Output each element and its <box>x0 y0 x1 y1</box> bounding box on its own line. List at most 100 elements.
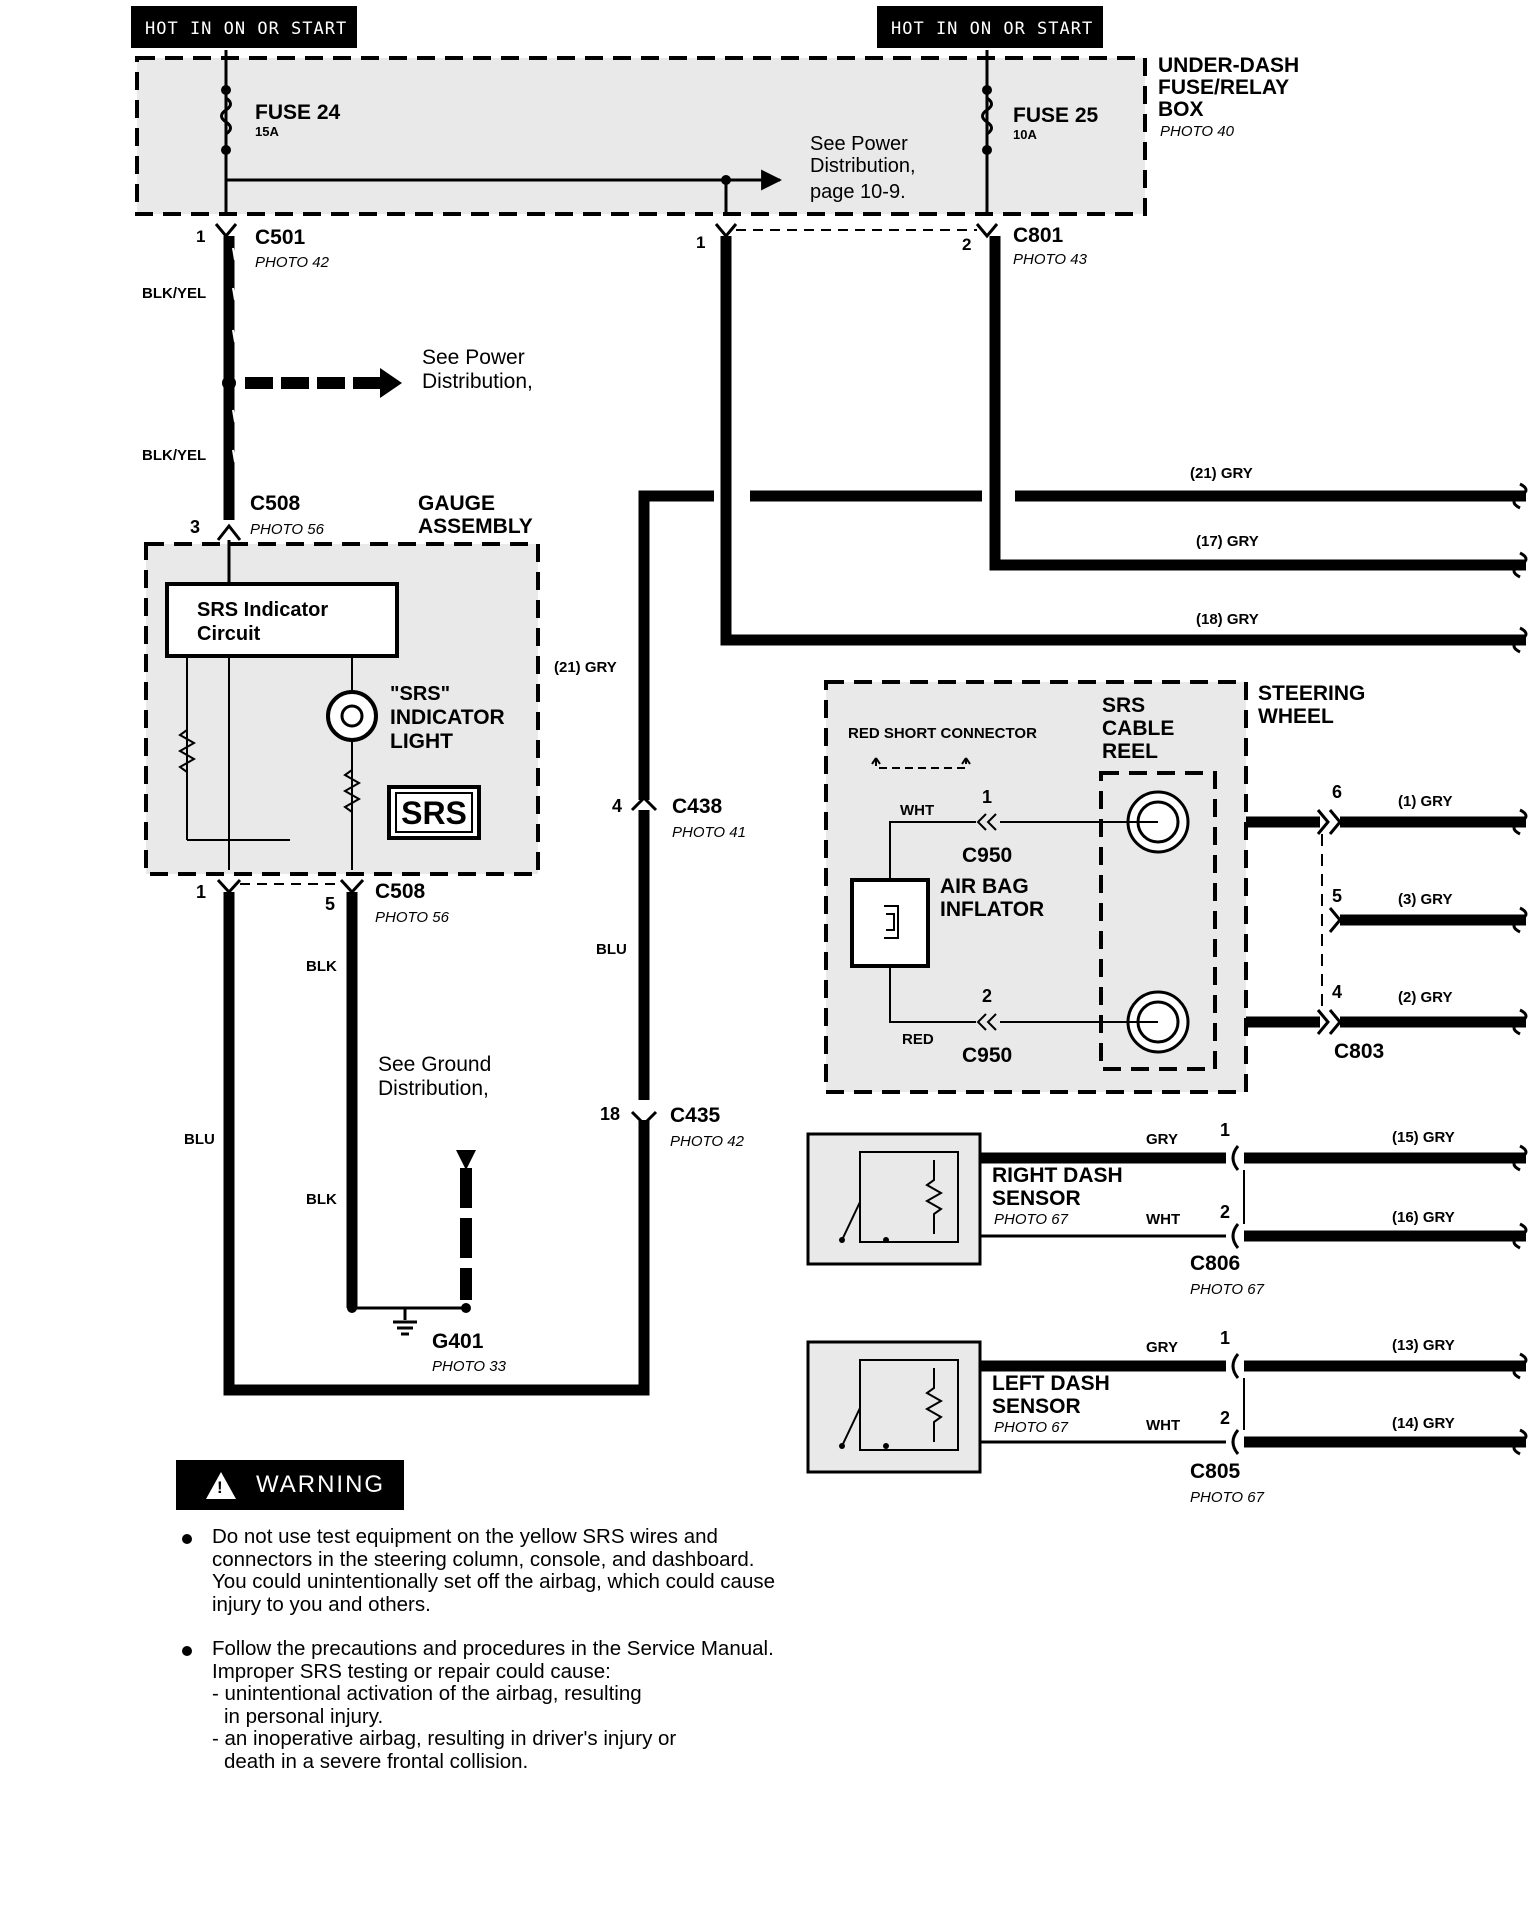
warning-b1-line4: injury to you and others. <box>212 1592 431 1616</box>
warning-b2-line6: death in a severe frontal collision. <box>224 1749 529 1773</box>
srs-light-label-3: LIGHT <box>390 730 453 753</box>
c501-label: C501 <box>255 226 306 249</box>
left-sensor-name-2: SENSOR <box>992 1395 1081 1418</box>
fuse24-name: FUSE 24 <box>255 101 341 124</box>
blk-yel-label-1: BLK/YEL <box>142 285 206 302</box>
c508-bot-label: C508 <box>375 880 426 903</box>
g401-photo: PHOTO 33 <box>432 1358 507 1375</box>
connector-c501: 1 C501 PHOTO 42 <box>196 223 330 271</box>
wire-blk-ground: BLK BLK See Ground Distribution, G401 PH… <box>306 892 507 1375</box>
fuse-box-title-3: BOX <box>1158 98 1204 121</box>
blk-yel-label-2: BLK/YEL <box>142 447 206 464</box>
header-right-label: HOT IN ON OR START <box>891 19 1093 39</box>
srs-light-label-1: "SRS" <box>390 683 450 705</box>
ground-note-1: See Ground <box>378 1053 491 1076</box>
steering-title-2: WHEEL <box>1258 705 1334 728</box>
left-sensor-gry: GRY <box>1146 1339 1178 1356</box>
c950-top-label: C950 <box>962 844 1012 867</box>
warning-b2-line2: Improper SRS testing or repair could cau… <box>212 1659 611 1683</box>
fuse-box-title-1: UNDER-DASH <box>1158 54 1299 77</box>
steering-out2: (2) GRY <box>1398 989 1452 1006</box>
power-note-1: See Power <box>422 346 525 369</box>
reel-label-3: REEL <box>1102 740 1158 763</box>
right-sensor-gry: GRY <box>1146 1131 1178 1148</box>
left-dash-sensor: LEFT DASH SENSOR PHOTO 67 GRY WHT 1 2 (1… <box>806 1328 1528 1506</box>
right-sensor-out15: (15) GRY <box>1392 1129 1455 1146</box>
c508-top-photo: PHOTO 56 <box>250 521 325 538</box>
left-sensor-pin2: 2 <box>1220 1408 1230 1428</box>
wire-blu-loop: BLU <box>184 892 650 1396</box>
steering-out1: (1) GRY <box>1398 793 1452 810</box>
c803-label: C803 <box>1334 1040 1384 1063</box>
srs-circuit-label-1: SRS Indicator <box>197 599 328 621</box>
c508-bot-photo: PHOTO 56 <box>375 909 450 926</box>
airbag-label-1: AIR BAG <box>940 875 1029 898</box>
wire-blk-yel: BLK/YEL BLK/YEL See Power Distribution, <box>142 236 533 520</box>
right-dash-sensor: RIGHT DASH SENSOR PHOTO 67 GRY WHT 1 2 (… <box>806 1120 1528 1298</box>
header-right: HOT IN ON OR START <box>877 6 1103 48</box>
ground-note-2: Distribution, <box>378 1077 489 1100</box>
right-sensor-pin2: 2 <box>1220 1202 1230 1222</box>
left-sensor-out13: (13) GRY <box>1392 1337 1455 1354</box>
power-note-2: Distribution, <box>422 370 533 393</box>
header-left-label: HOT IN ON OR START <box>145 19 347 39</box>
c438-label: C438 <box>672 795 723 818</box>
left-sensor-wht: WHT <box>1146 1417 1180 1434</box>
c806-label: C806 <box>1190 1252 1240 1275</box>
c950-bot-label: C950 <box>962 1044 1012 1067</box>
warning-badge: WARNING <box>176 1460 404 1510</box>
fuse25-rating: 10A <box>1013 127 1037 142</box>
wire-outputs-top: (21) GRY (17) GRY (18) GRY <box>720 236 1528 654</box>
warning-block: WARNING Do not use test equipment on the… <box>176 1460 876 1795</box>
warning-badge-label: WARNING <box>256 1470 386 1498</box>
c438-pin: 4 <box>612 796 622 816</box>
fuse-box-note-3: page 10-9. <box>810 181 906 203</box>
warning-b2-line5: - an inoperative airbag, resulting in dr… <box>212 1727 677 1750</box>
srs-circuit-label-2: Circuit <box>197 623 261 645</box>
c801-pin1: 1 <box>696 233 705 252</box>
fuse24-rating: 15A <box>255 124 279 139</box>
steering-pin4: 4 <box>1332 982 1342 1002</box>
fuse-box-photo: PHOTO 40 <box>1160 123 1235 140</box>
out18-label: (18) GRY <box>1196 611 1259 628</box>
wire-21-gry-vertical: (21) GRY 4 C438 PHOTO 41 BLU 18 C435 PHO… <box>554 490 746 1150</box>
warning-b2-line3: - unintentional activation of the airbag… <box>212 1682 642 1705</box>
left-sensor-out14: (14) GRY <box>1392 1415 1455 1432</box>
right-sensor-out16: (16) GRY <box>1392 1209 1455 1226</box>
c508-top-label: C508 <box>250 492 301 515</box>
c801-photo: PHOTO 43 <box>1013 251 1088 268</box>
steering-pin5: 5 <box>1332 886 1342 906</box>
c435-photo: PHOTO 42 <box>670 1133 745 1150</box>
steering-wheel: STEERING WHEEL SRS CABLE REEL RED SHORT … <box>824 680 1528 1094</box>
steering-pin6: 6 <box>1332 782 1342 802</box>
warning-b1-line1: Do not use test equipment on the yellow … <box>212 1525 718 1548</box>
c508-top-pin: 3 <box>190 517 200 537</box>
right-sensor-name-1: RIGHT DASH <box>992 1164 1123 1187</box>
out17-label: (17) GRY <box>1196 533 1259 550</box>
warning-icon <box>206 1471 236 1499</box>
warning-bullet-2: Follow the precautions and procedures in… <box>176 1637 876 1773</box>
warning-b2-line1: Follow the precautions and procedures in… <box>212 1637 774 1660</box>
steering-out3: (3) GRY <box>1398 891 1452 908</box>
warning-bullet-1: Do not use test equipment on the yellow … <box>176 1525 876 1616</box>
srs-badge: SRS <box>401 795 467 831</box>
blk-label-1: BLK <box>306 958 337 975</box>
header-left: HOT IN ON OR START <box>131 6 357 48</box>
gry21-mid-label: (21) GRY <box>554 659 617 676</box>
right-sensor-pin1: 1 <box>1220 1120 1230 1140</box>
warning-b1-line3: You could unintentionally set off the ai… <box>212 1570 775 1593</box>
srs-light-label-2: INDICATOR <box>390 706 505 729</box>
right-sensor-photo: PHOTO 67 <box>994 1211 1069 1228</box>
blk-label-2: BLK <box>306 1191 337 1208</box>
connector-c508-top: 3 C508 PHOTO 56 <box>190 492 325 541</box>
gauge-title-1: GAUGE <box>418 492 495 515</box>
c508-bot-pin1: 1 <box>196 882 206 902</box>
steering-pin1: 1 <box>982 787 992 807</box>
blu-mid-label: BLU <box>596 941 627 958</box>
fuse-relay-box: UNDER-DASH FUSE/RELAY BOX PHOTO 40 FUSE … <box>135 50 1299 216</box>
steering-wht: WHT <box>900 802 934 819</box>
c801-label: C801 <box>1013 224 1064 247</box>
airbag-label-2: INFLATOR <box>940 898 1044 921</box>
c435-label: C435 <box>670 1104 721 1127</box>
